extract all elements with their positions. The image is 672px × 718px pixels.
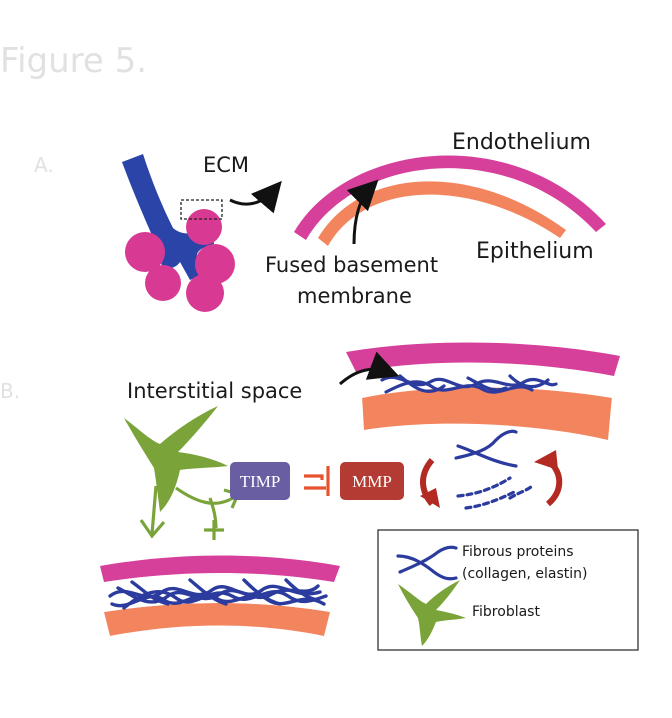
ecm-arrow bbox=[229, 180, 282, 214]
epithelium-layer bbox=[318, 181, 566, 246]
bottom-band-endothelium bbox=[100, 555, 340, 582]
ecm-label: ECM bbox=[203, 153, 249, 177]
mmp-box: MMP bbox=[340, 462, 404, 500]
down-arrow bbox=[150, 485, 158, 535]
legend: Fibrous proteins (collagen, elastin) Fib… bbox=[377, 529, 639, 651]
timp-label: TIMP bbox=[240, 472, 281, 491]
legend-fibrous-line2: (collagen, elastin) bbox=[462, 566, 587, 582]
cycle-arrow-right-head bbox=[534, 450, 558, 470]
timp-box: TIMP bbox=[230, 462, 290, 500]
bottom-band-epithelium bbox=[104, 603, 330, 636]
top-band-interstitium bbox=[358, 359, 614, 398]
top-band-epithelium bbox=[362, 385, 612, 440]
legend-fibroblast-icon bbox=[398, 580, 466, 646]
zoom-region-box bbox=[180, 199, 223, 220]
alveolus bbox=[125, 232, 165, 272]
down-arrow-head bbox=[139, 519, 166, 539]
mmp-rect bbox=[340, 462, 404, 500]
airway-alveoli-illustration bbox=[122, 154, 235, 312]
legend-fibrous-line1: Fibrous proteins bbox=[462, 544, 574, 560]
figure-label: Figure 5. bbox=[0, 41, 147, 81]
dense-fibers bbox=[108, 578, 328, 610]
airway-branch bbox=[122, 154, 214, 280]
alveolus bbox=[186, 274, 224, 312]
cycle-arrow-left-head bbox=[420, 488, 440, 508]
fused-membrane-label-line2: membrane bbox=[297, 284, 412, 308]
legend-fibroblast-label: Fibroblast bbox=[472, 604, 540, 620]
basement-membrane-illustration bbox=[294, 155, 606, 246]
curved-promote-arrow bbox=[175, 486, 237, 505]
membrane-arrow bbox=[346, 179, 379, 245]
fibroblast-secretion-arrows bbox=[139, 485, 241, 540]
endothelium-layer bbox=[294, 155, 606, 240]
interstitial-tissue-band bbox=[346, 342, 620, 440]
interstitial-space-label: Interstitial space bbox=[127, 379, 302, 403]
mmp-label: MMP bbox=[352, 472, 392, 491]
interstitial-arrow bbox=[339, 351, 400, 386]
inhibition-symbol bbox=[304, 466, 330, 496]
fused-membrane-label-line1: Fused basement bbox=[265, 253, 438, 277]
timp-rect bbox=[230, 462, 290, 500]
intact-fiber-icon bbox=[454, 429, 518, 468]
interstitial-fibers bbox=[380, 374, 558, 394]
fibrotic-tissue-band bbox=[100, 555, 340, 636]
panel-b-label: B. bbox=[0, 379, 20, 403]
alveolus bbox=[186, 209, 222, 245]
degradation-cycle bbox=[420, 429, 563, 510]
top-band-endothelium bbox=[346, 342, 620, 376]
fibroblast-cell bbox=[124, 406, 228, 512]
endothelium-label: Endothelium bbox=[452, 130, 591, 155]
alveolus bbox=[145, 265, 181, 301]
inhibit-curve bbox=[208, 497, 218, 529]
legend-fiber-icon bbox=[396, 545, 458, 581]
panel-a-label: A. bbox=[34, 153, 54, 177]
epithelium-label: Epithelium bbox=[476, 239, 594, 264]
degraded-fiber-icon bbox=[456, 476, 534, 510]
